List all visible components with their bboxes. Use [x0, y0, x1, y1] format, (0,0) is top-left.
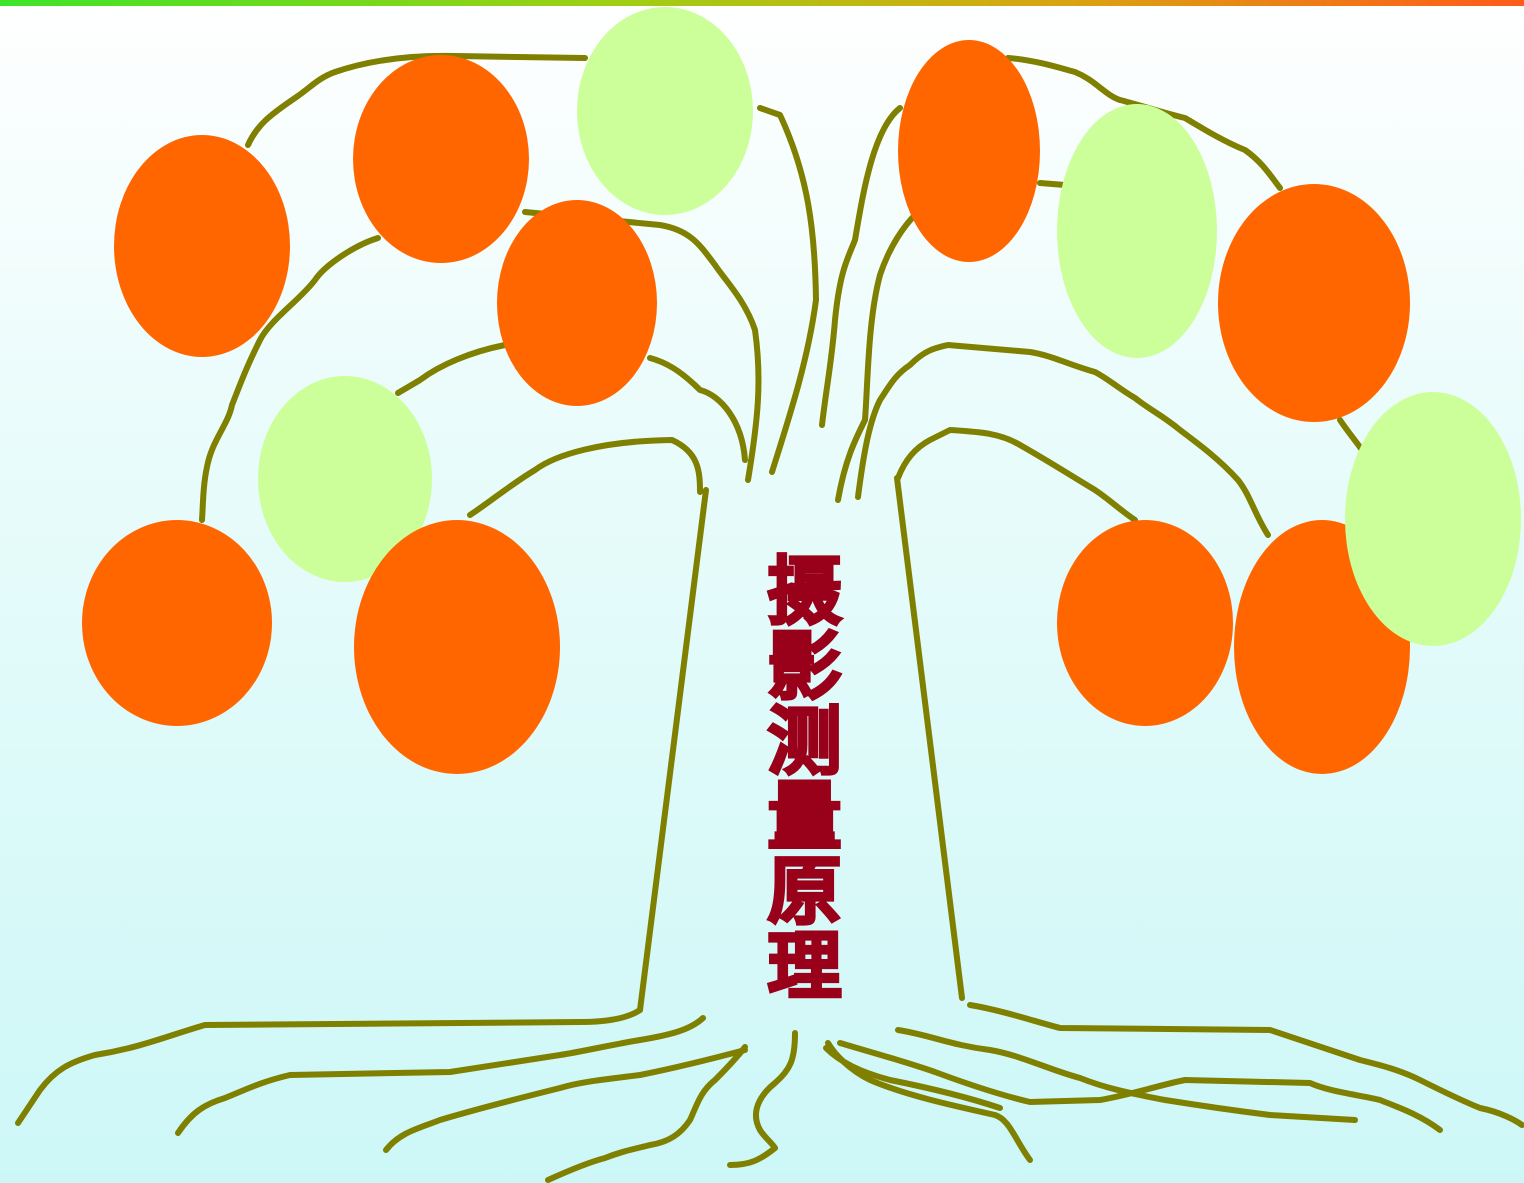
tree-branch	[819, 105, 903, 428]
tree-branch	[395, 342, 508, 396]
page-title: 摄影测量原理	[742, 549, 867, 1010]
tree-branch	[895, 427, 1138, 523]
fruit-orange	[114, 135, 290, 357]
tree-branch	[522, 209, 762, 483]
tree-branch	[855, 342, 1271, 538]
fruit-orange	[1057, 520, 1233, 726]
tree-branch	[15, 1007, 643, 1126]
fruit-orange	[898, 40, 1040, 262]
tree-branch	[1037, 180, 1068, 188]
tree-branch	[467, 437, 703, 518]
title-char: 摄	[766, 549, 843, 635]
fruit-green	[1345, 392, 1521, 646]
fruit-green	[1057, 104, 1217, 358]
tree-branch	[823, 1045, 1003, 1111]
title-char: 影	[766, 624, 843, 710]
tree-branch	[835, 212, 918, 503]
tree-branch	[175, 1015, 706, 1136]
fruit-orange	[353, 55, 529, 263]
fruit-orange	[354, 520, 560, 774]
tree-branch	[545, 1044, 748, 1183]
tree-branch	[757, 105, 819, 475]
tree-fruits	[82, 7, 1521, 774]
tree-branch	[1337, 417, 1365, 453]
fruit-orange	[1218, 184, 1410, 422]
tree-branch	[967, 1002, 1524, 1128]
tree-branch	[383, 1047, 748, 1153]
title-char: 理	[766, 924, 843, 1010]
tree-branch	[825, 1040, 1033, 1163]
title-char: 测	[766, 699, 843, 785]
tree-branch	[895, 1027, 1358, 1123]
top-gradient-bar	[0, 0, 1524, 6]
tree-branch	[199, 235, 381, 523]
title-char: 原	[766, 849, 843, 935]
fruit-orange	[497, 200, 657, 406]
tree-branch	[637, 487, 709, 1013]
tree-branch	[894, 475, 965, 1001]
fruit-green	[577, 7, 753, 215]
tree-branch	[245, 52, 588, 148]
fruit-green	[258, 376, 432, 582]
title-char: 量	[766, 774, 843, 860]
tree-branch	[727, 1030, 798, 1168]
tree-branch	[647, 355, 748, 463]
fruit-orange	[82, 520, 272, 726]
